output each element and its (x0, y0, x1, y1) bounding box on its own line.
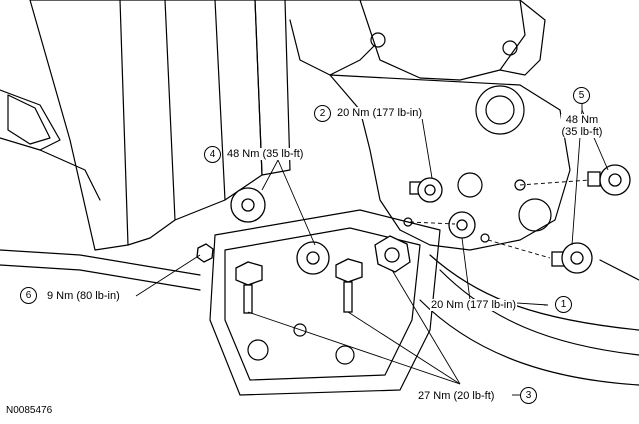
bolt-5-lower (551, 242, 593, 274)
flange-nut-large (374, 235, 411, 273)
callout-4-number: 4 (204, 146, 221, 163)
callout-5-number: 5 (573, 87, 590, 104)
callout-1-torque: 20 Nm (177 lb-in) (430, 299, 517, 311)
lower-plate (209, 209, 441, 396)
cable (429, 254, 639, 331)
callout-5-torque-line2: (35 lb-ft) (552, 126, 612, 138)
lower-rod (0, 249, 201, 276)
callout-2-torque: 20 Nm (177 lb-in) (336, 107, 423, 119)
callout-3-torque: 27 Nm (20 lb-ft) (417, 390, 496, 402)
upper-housing (284, 0, 376, 76)
leader-3c (391, 269, 461, 385)
callout-2-number: 2 (314, 105, 331, 122)
leader-2 (377, 116, 433, 179)
bolt-1 (448, 211, 476, 239)
callout-6-number: 6 (20, 287, 37, 304)
stud-3-right (335, 258, 363, 313)
bolt-2 (409, 177, 443, 203)
leader-4b (277, 159, 316, 246)
left-panel (29, 0, 129, 251)
main-bracket (329, 74, 571, 251)
callout-1-number: 1 (555, 296, 572, 313)
callout-5-torque-line1: 48 Nm (561, 114, 603, 126)
leader-6 (135, 254, 201, 297)
leader-3a (247, 311, 461, 385)
figure-code: N0085476 (6, 405, 53, 416)
nut-6 (196, 243, 214, 263)
leader-1 (461, 237, 549, 306)
callout-3-number: 3 (520, 387, 537, 404)
bolt-upper-1 (296, 241, 330, 275)
leader-3b (347, 311, 461, 385)
bolt-4-head (230, 187, 266, 223)
callout-4-torque: 48 Nm (35 lb-ft) (226, 148, 305, 160)
leader-4 (261, 159, 279, 191)
bolt-5-upper (587, 164, 631, 196)
callout-6-torque: 9 Nm (80 lb-in) (46, 290, 121, 302)
stud-3-left (235, 261, 263, 314)
left-rail (0, 89, 61, 151)
